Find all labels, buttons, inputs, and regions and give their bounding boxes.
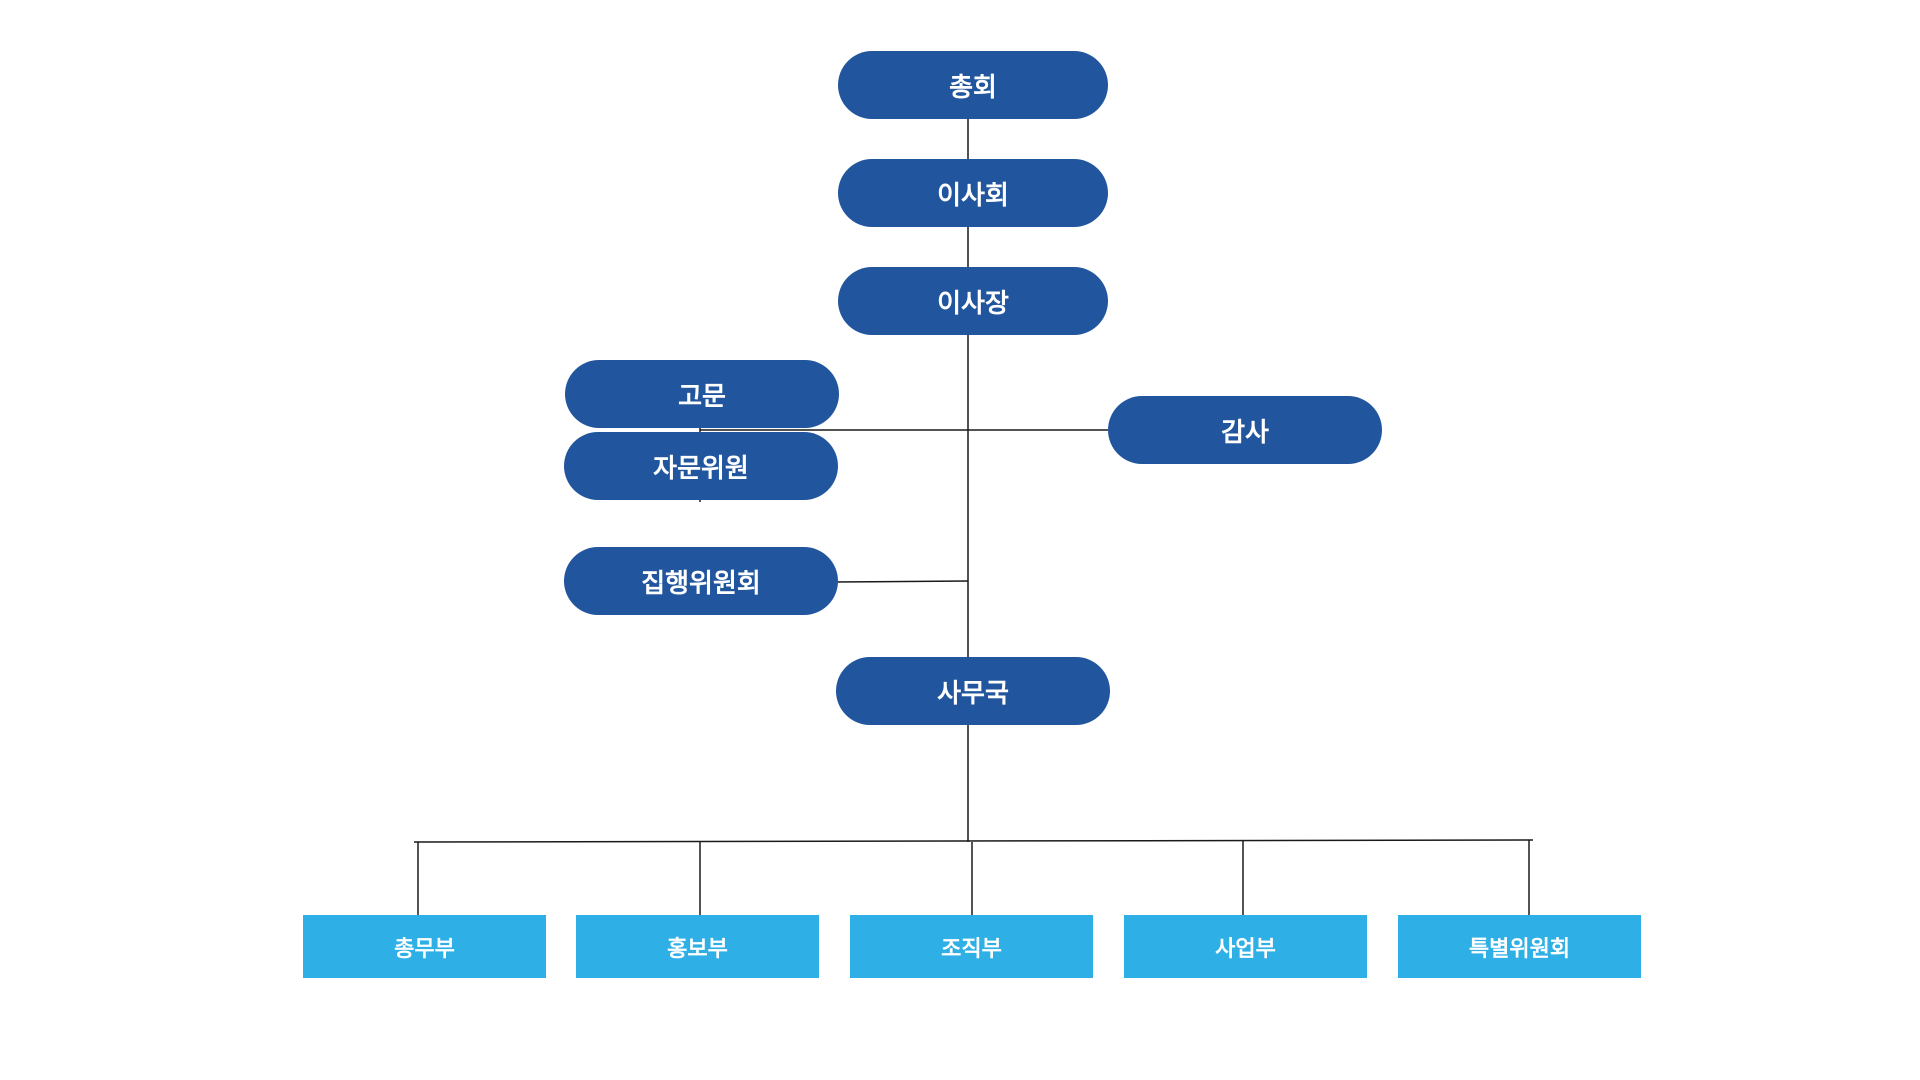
dept-label: 사업부 — [1215, 936, 1276, 962]
node-general-assembly: 총회 — [838, 51, 1108, 119]
node-label: 자문위원 — [653, 453, 749, 484]
node-label: 집행위원회 — [641, 568, 761, 599]
node-label: 이사장 — [937, 288, 1009, 319]
dept-organization: 조직부 — [850, 915, 1093, 978]
dept-bus-line — [413, 839, 1534, 843]
node-auditor: 감사 — [1108, 396, 1382, 464]
dept-public-relations: 홍보부 — [576, 915, 819, 978]
node-executive-committee: 집행위원회 — [564, 547, 838, 615]
node-advisory-member: 자문위원 — [564, 432, 838, 500]
node-board: 이사회 — [838, 159, 1108, 227]
dept-label: 특별위원회 — [1468, 936, 1571, 962]
node-secretariat: 사무국 — [836, 657, 1110, 725]
dept-label: 홍보부 — [667, 936, 728, 962]
dept-label: 총무부 — [394, 936, 455, 962]
dept-business: 사업부 — [1124, 915, 1367, 978]
node-label: 이사회 — [937, 180, 1009, 211]
dept-special-committee: 특별위원회 — [1398, 915, 1641, 978]
node-label: 총회 — [949, 72, 997, 103]
node-chairman: 이사장 — [838, 267, 1108, 335]
node-advisor: 고문 — [565, 360, 839, 428]
node-label: 감사 — [1221, 417, 1269, 448]
dept-label: 조직부 — [941, 936, 1002, 962]
node-label: 사무국 — [937, 678, 1009, 709]
node-label: 고문 — [678, 381, 726, 412]
dept-general-affairs: 총무부 — [303, 915, 546, 978]
exec-branch-line — [833, 580, 969, 583]
